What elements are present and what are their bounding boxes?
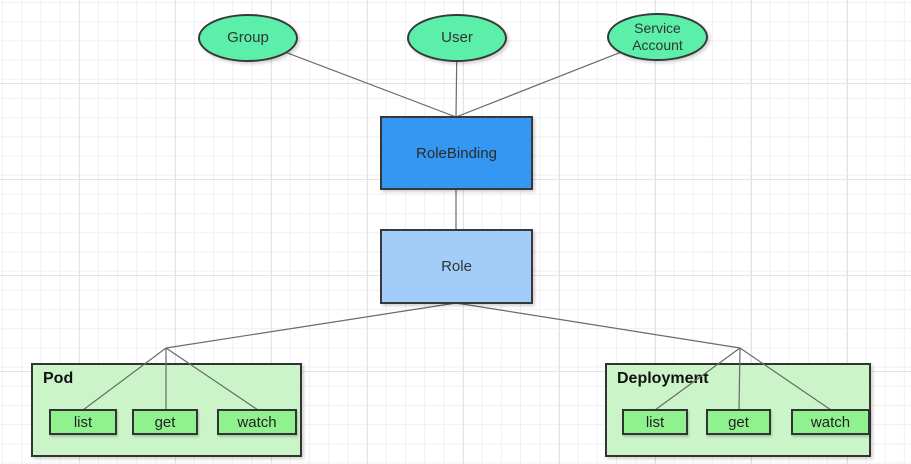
deployment-verb-watch[interactable]: watch bbox=[791, 409, 870, 435]
node-group[interactable]: Group bbox=[198, 14, 298, 62]
edge-role-deployment bbox=[455, 302, 741, 349]
node-role-label: Role bbox=[441, 258, 472, 275]
node-rolebinding[interactable]: RoleBinding bbox=[380, 116, 533, 190]
pod-verb-watch[interactable]: watch bbox=[217, 409, 297, 435]
deployment-verb-get[interactable]: get bbox=[706, 409, 771, 435]
node-service-account[interactable]: Service Account bbox=[607, 13, 708, 61]
pod-verb-list[interactable]: list bbox=[49, 409, 117, 435]
pod-verb-get[interactable]: get bbox=[132, 409, 198, 435]
edge-role-pod bbox=[165, 302, 457, 349]
deployment-verb-list[interactable]: list bbox=[622, 409, 688, 435]
node-user-label: User bbox=[441, 29, 473, 46]
node-service-account-label: Service Account bbox=[632, 20, 683, 53]
node-role[interactable]: Role bbox=[380, 229, 533, 304]
deployment-container-title: Deployment bbox=[617, 370, 709, 387]
node-rolebinding-label: RoleBinding bbox=[416, 144, 497, 162]
node-group-label: Group bbox=[227, 29, 269, 46]
node-user[interactable]: User bbox=[407, 14, 507, 62]
pod-container-title: Pod bbox=[43, 370, 74, 387]
